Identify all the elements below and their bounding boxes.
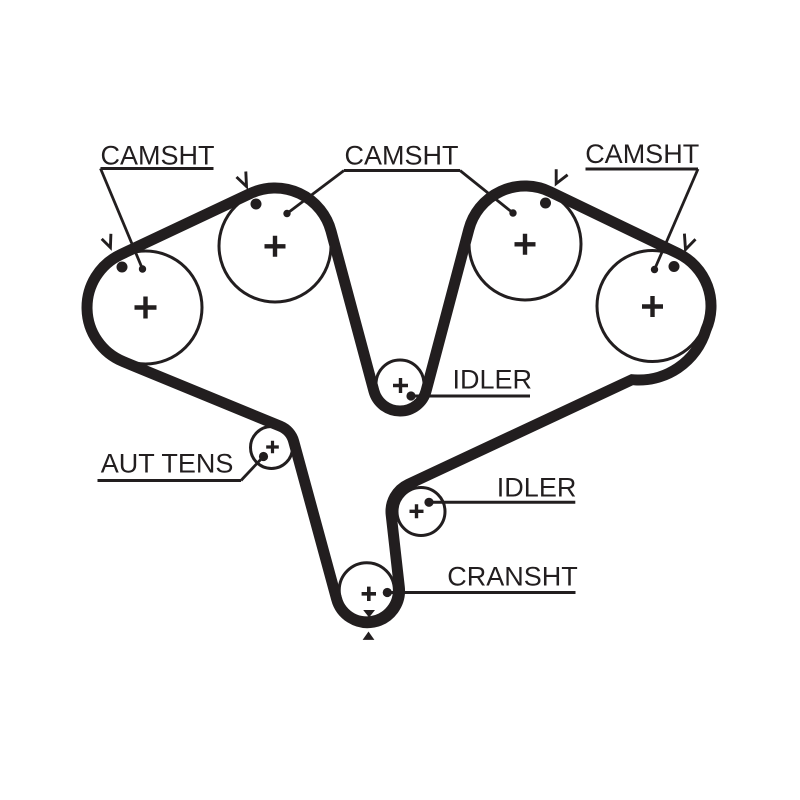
svg-text:IDLER: IDLER	[497, 472, 577, 502]
svg-text:CAMSHT: CAMSHT	[345, 141, 459, 171]
svg-text:CRANSHT: CRANSHT	[447, 561, 578, 591]
svg-text:AUT TENS: AUT TENS	[101, 448, 234, 478]
svg-text:IDLER: IDLER	[453, 365, 533, 395]
svg-text:CAMSHT: CAMSHT	[585, 139, 699, 169]
svg-text:CAMSHT: CAMSHT	[101, 141, 215, 171]
